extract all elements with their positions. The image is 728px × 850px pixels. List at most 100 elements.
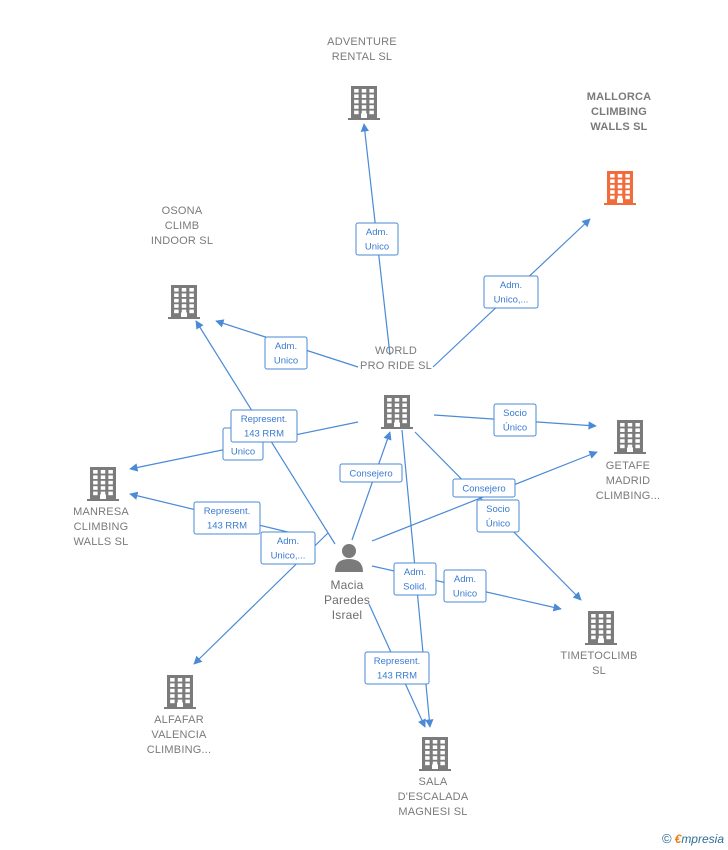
edge-label-box: [193, 501, 261, 535]
edge-labels-layer: Adm.UnicoAdm.Unico,...Adm.UnicoSocioÚnic…: [193, 222, 539, 685]
edge-macia-to-world: [351, 431, 392, 541]
edge-label-e10[interactable]: Adm.Unico,...: [260, 531, 316, 565]
node-label: ALFAFAR: [154, 714, 204, 726]
edge-label-text: Solid.: [403, 582, 427, 593]
edge-label-text: Unico: [274, 356, 298, 367]
edge-label-text: Adm.: [366, 227, 388, 238]
edge-label-text: Consejero: [462, 484, 505, 495]
edge-label-text: 143 RRM: [244, 429, 284, 440]
edge-label-e8[interactable]: Represent. 143 RRM: [230, 409, 298, 443]
node-label: TIMETOCLIMB: [560, 650, 637, 662]
edge-label-box: [452, 478, 516, 498]
building-icon[interactable]: [348, 86, 380, 120]
node-label: MAGNESI SL: [398, 806, 467, 818]
node-timeto[interactable]: TIMETOCLIMB SL: [560, 611, 637, 677]
edge-label-e2[interactable]: Adm. Unico,...: [483, 275, 539, 309]
node-adventure[interactable]: ADVENTURE RENTAL SL: [327, 36, 397, 120]
edge-label-text: Socio: [503, 408, 527, 419]
edge-label-text: Represent.: [241, 414, 287, 425]
building-icon[interactable]: [168, 285, 200, 319]
node-label: RENTAL SL: [332, 51, 393, 63]
edge-label-e7[interactable]: Adm. Solid.: [393, 562, 437, 596]
building-highlight-icon[interactable]: [604, 171, 636, 205]
building-icon[interactable]: [419, 737, 451, 771]
edge-label-text: Unico,...: [271, 551, 306, 562]
node-label: WALLS SL: [74, 536, 129, 548]
building-icon[interactable]: [614, 420, 646, 454]
edge-label-e12[interactable]: Consejero: [452, 478, 516, 498]
edge-label-text: Único: [503, 423, 527, 434]
node-label: Israel: [332, 608, 363, 622]
node-alfafar[interactable]: ALFAFAR VALENCIA CLIMBING...: [147, 675, 212, 756]
node-label: INDOOR SL: [151, 235, 213, 247]
node-label: CLIMBING: [74, 521, 129, 533]
edge-label-text: Unico: [365, 242, 389, 253]
edge-label-box: [443, 569, 487, 603]
edge-label-box: [476, 499, 520, 533]
building-icon[interactable]: [381, 395, 413, 429]
node-label: GETAFE: [606, 460, 650, 472]
node-sala[interactable]: SALA D'ESCALADA MAGNESI SL: [398, 737, 469, 818]
nodes-layer: WORLD PRO RIDE SL ADVENTURE RENTAL SL MALLOR…: [73, 36, 660, 818]
node-label: OSONA: [162, 205, 203, 217]
node-manresa[interactable]: MANRESA CLIMBING WALLS SL: [73, 467, 129, 548]
edge-label-box: [264, 336, 308, 370]
edge-label-text: Represent.: [204, 506, 250, 517]
edge-label-text: Adm.: [404, 567, 426, 578]
edge-label-text: Unico,...: [494, 295, 529, 306]
edge-label-text: Unico: [231, 447, 255, 458]
node-label: CLIMBING...: [147, 744, 212, 756]
node-label: MALLORCA: [587, 91, 652, 103]
building-icon[interactable]: [87, 467, 119, 501]
edge-label-text: Único: [486, 519, 510, 530]
edge-label-box: [230, 409, 298, 443]
node-label: PRO RIDE SL: [360, 360, 432, 372]
edge-label-text: Socio: [486, 504, 510, 515]
edge-label-e3[interactable]: Adm. Unico: [264, 336, 308, 370]
edge-label-box: [393, 562, 437, 596]
node-label: SL: [592, 665, 606, 677]
edge-label-e14[interactable]: Represent. 143 RRM: [364, 651, 430, 685]
edge-label-e9[interactable]: Represent. 143 RRM: [193, 501, 261, 535]
edge-label-box: [364, 651, 430, 685]
edge-label-text: Adm.: [500, 280, 522, 291]
edge-label-box: [493, 403, 537, 437]
node-world[interactable]: WORLD PRO RIDE SL: [360, 345, 432, 429]
edge-label-text: Adm.: [454, 574, 476, 585]
edge-label-text: 143 RRM: [207, 521, 247, 532]
person-icon[interactable]: [335, 544, 363, 572]
edge-label-box: [339, 463, 403, 483]
node-label: D'ESCALADA: [398, 791, 469, 803]
node-label: WORLD: [375, 345, 417, 357]
node-label: VALENCIA: [151, 729, 207, 741]
building-icon[interactable]: [164, 675, 196, 709]
node-label: SALA: [419, 776, 448, 788]
edge-label-box: [483, 275, 539, 309]
edge-label-e11[interactable]: Consejero: [339, 463, 403, 483]
footer-brand: ©€mpresia: [662, 831, 724, 846]
edge-label-box: [260, 531, 316, 565]
edge-label-text: Represent.: [374, 656, 420, 667]
node-label: CLIMBING...: [596, 490, 661, 502]
node-label: MANRESA: [73, 506, 129, 518]
edge-label-text: Unico: [453, 589, 477, 600]
node-label: CLIMB: [165, 220, 200, 232]
edge-label-box: [355, 222, 399, 256]
brand-logo-letter: €: [674, 832, 682, 846]
node-osona[interactable]: OSONA CLIMB INDOOR SL: [151, 205, 213, 319]
copyright-icon: ©: [662, 831, 672, 846]
node-label: ADVENTURE: [327, 36, 397, 48]
node-label: MADRID: [606, 475, 651, 487]
edge-label-text: 143 RRM: [377, 671, 417, 682]
edge-label-text: Adm.: [275, 341, 297, 352]
edge-label-e13[interactable]: Adm. Unico: [443, 569, 487, 603]
building-icon[interactable]: [585, 611, 617, 645]
node-getafe[interactable]: GETAFE MADRID CLIMBING...: [596, 420, 661, 502]
edge-label-e1[interactable]: Adm. Unico: [355, 222, 399, 256]
node-label: Paredes: [324, 593, 370, 607]
